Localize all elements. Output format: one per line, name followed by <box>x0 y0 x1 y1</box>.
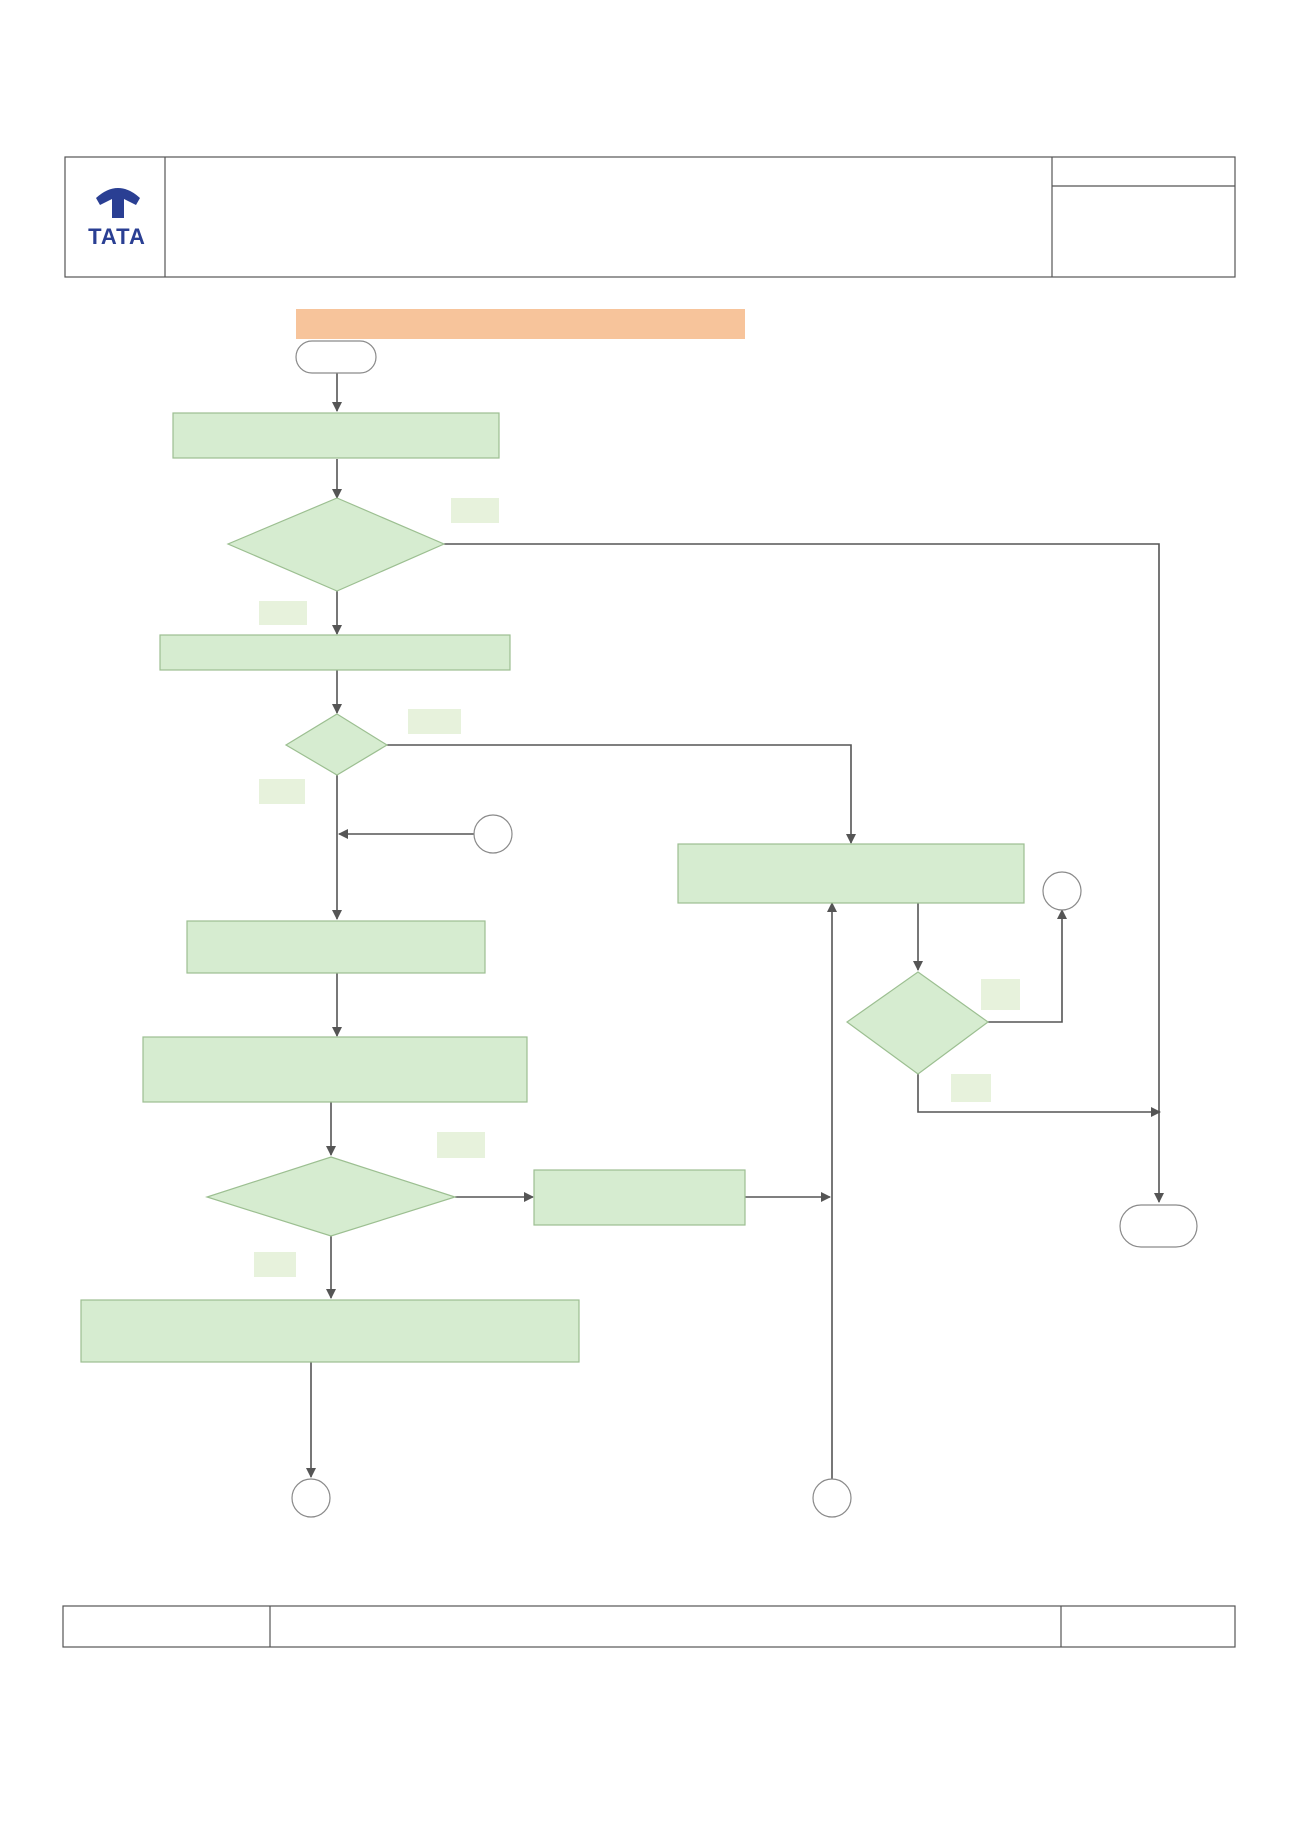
connector-lines <box>306 373 1164 1479</box>
edge-d1-end <box>444 543 1164 1203</box>
decision-3 <box>205 1156 457 1237</box>
branch-tag-d3-down <box>254 1252 296 1277</box>
start-terminator <box>295 340 377 374</box>
process-step-7 <box>80 1299 580 1363</box>
flow-nodes <box>80 340 1198 1518</box>
process-step-6 <box>677 843 1025 904</box>
branch-label-tags <box>254 498 1020 1277</box>
branch-tag-d2-down <box>259 779 305 804</box>
decision-4 <box>845 971 990 1075</box>
decision-1 <box>226 497 446 592</box>
document-footer <box>62 1605 1236 1648</box>
edge-d2-step6 <box>387 744 856 844</box>
process-step-3 <box>186 920 486 974</box>
edge-d4-connector-right <box>988 909 1067 1023</box>
connector-out-2-circle <box>812 1478 852 1518</box>
branch-tag-d3-right <box>437 1132 485 1158</box>
edge-d4-end <box>917 1074 1161 1117</box>
branch-tag-d4-down <box>951 1074 991 1102</box>
tata-emblem-icon <box>96 188 140 218</box>
end-terminator <box>1119 1204 1198 1248</box>
process-step-4 <box>142 1036 528 1103</box>
branch-tag-d1-down <box>259 601 307 625</box>
process-step-2 <box>159 634 511 671</box>
logo-wordmark: TATA <box>88 224 146 249</box>
branch-tag-d1-right <box>451 498 499 523</box>
process-step-1 <box>172 412 500 459</box>
connector-out-1-circle <box>291 1478 331 1518</box>
decision-2 <box>284 713 389 776</box>
process-title-banner <box>296 309 745 339</box>
branch-tag-d2-right <box>408 709 461 734</box>
tata-logo: TATA <box>88 188 146 249</box>
connector-in-circle <box>473 814 513 854</box>
connector-right-circle <box>1042 871 1082 911</box>
branch-tag-d4-up <box>981 979 1020 1010</box>
document-header: TATA <box>64 156 1236 278</box>
process-step-5 <box>533 1169 746 1226</box>
